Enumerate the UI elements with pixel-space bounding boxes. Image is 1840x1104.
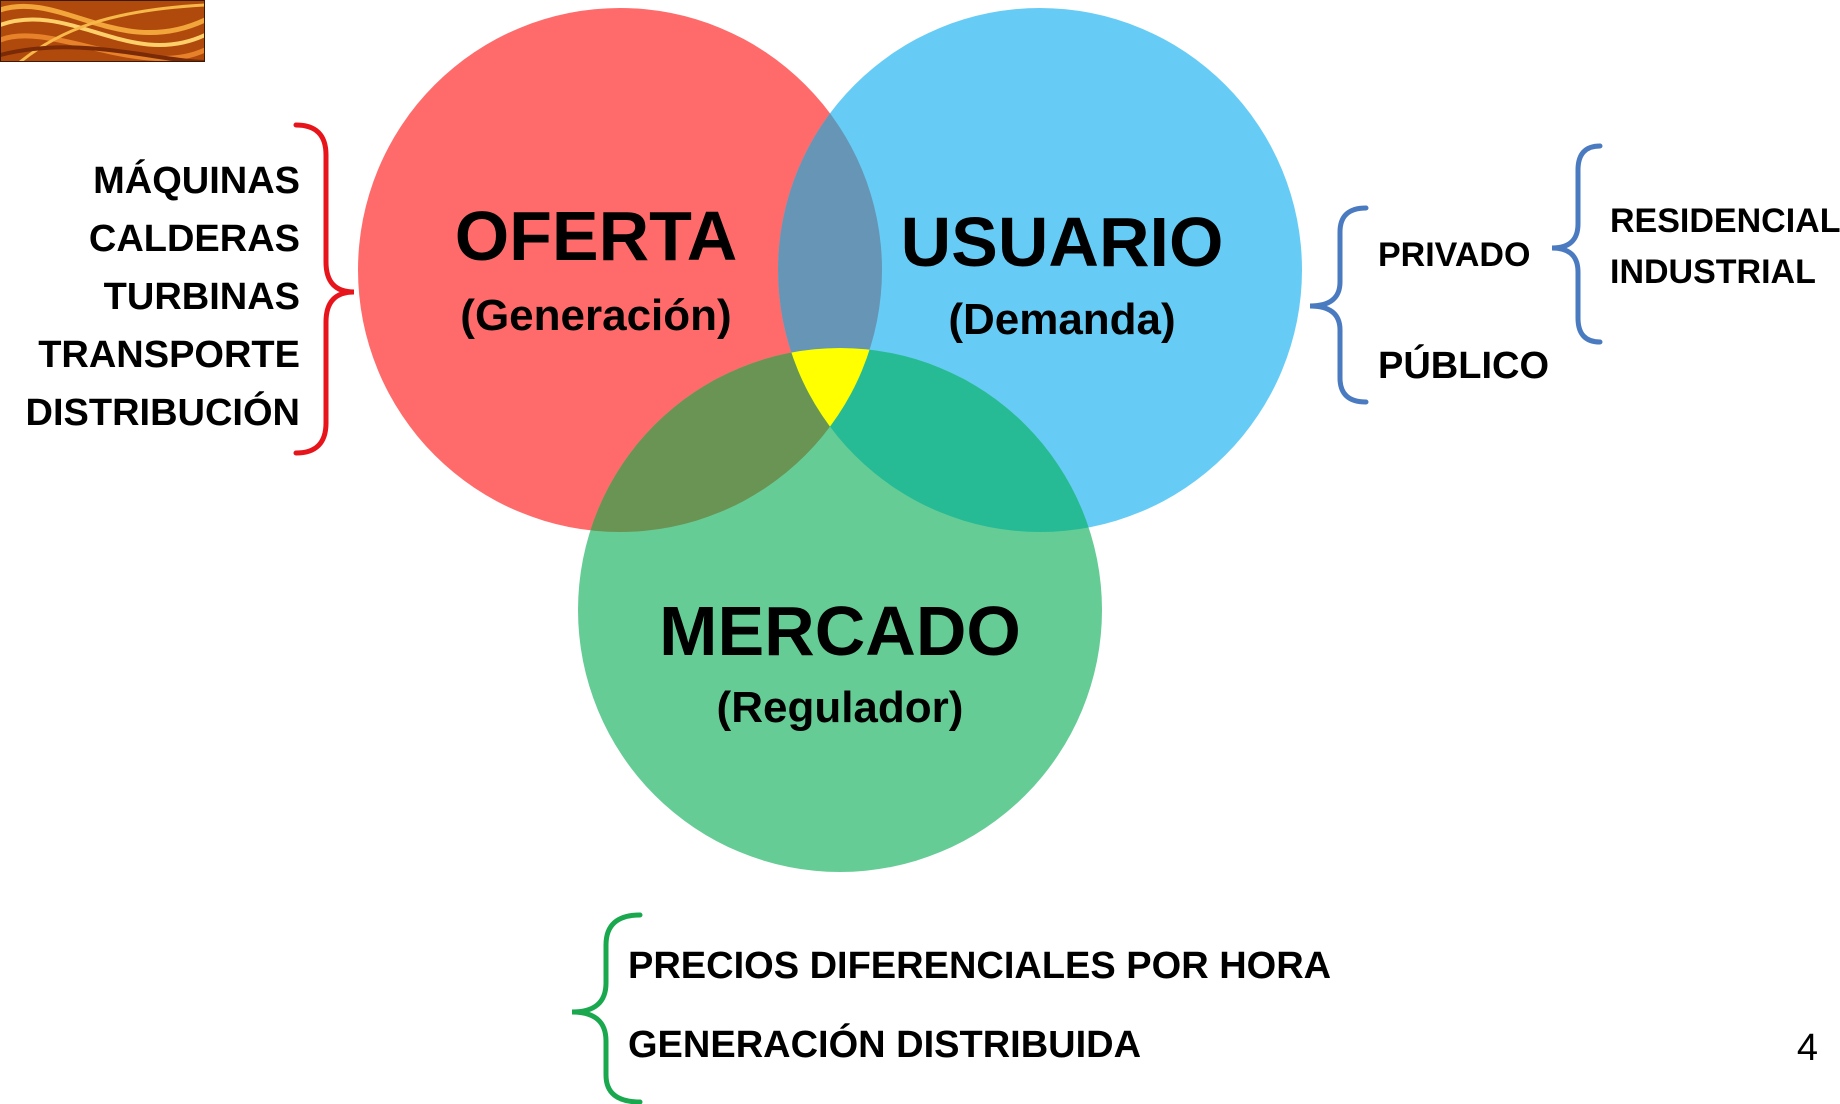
- usuario-title: USUARIO: [901, 203, 1224, 281]
- usuario-brace: [1309, 205, 1369, 405]
- oferta-subtitle: (Generación): [460, 291, 731, 340]
- mercado-item-list: PRECIOS DIFERENCIALES POR HORA GENERACIÓ…: [628, 945, 1331, 1066]
- usuario-mercado-overlap: [778, 348, 1102, 532]
- privado-brace: [1551, 143, 1603, 345]
- privado-label: PRIVADO: [1378, 236, 1530, 274]
- publico-label: PÚBLICO: [1378, 343, 1549, 387]
- oferta-item-list: MÁQUINAS CALDERAS TURBINAS TRANSPORTE DI…: [26, 158, 300, 434]
- mercado-brace: [571, 912, 643, 1104]
- mercado-item: PRECIOS DIFERENCIALES POR HORA: [628, 945, 1331, 987]
- usuario-subtitle: (Demanda): [948, 295, 1175, 344]
- oferta-item: MÁQUINAS: [93, 158, 300, 202]
- oferta-mercado-overlap: [578, 348, 882, 532]
- oferta-item: DISTRIBUCIÓN: [26, 390, 300, 434]
- oferta-item: TRANSPORTE: [38, 334, 300, 376]
- mercado-title: MERCADO: [659, 592, 1021, 670]
- mercado-item: GENERACIÓN DISTRIBUIDA: [628, 1022, 1141, 1066]
- corner-swirl-image: [0, 0, 205, 62]
- page-number: 4: [1797, 1027, 1818, 1069]
- privado-subitem: RESIDENCIAL: [1610, 202, 1840, 240]
- oferta-brace: [293, 122, 355, 456]
- oferta-title: OFERTA: [455, 197, 738, 275]
- oferta-item: TURBINAS: [104, 276, 300, 318]
- privado-subitem: INDUSTRIAL: [1610, 253, 1816, 291]
- oferta-item: CALDERAS: [89, 218, 300, 260]
- mercado-subtitle: (Regulador): [717, 683, 964, 732]
